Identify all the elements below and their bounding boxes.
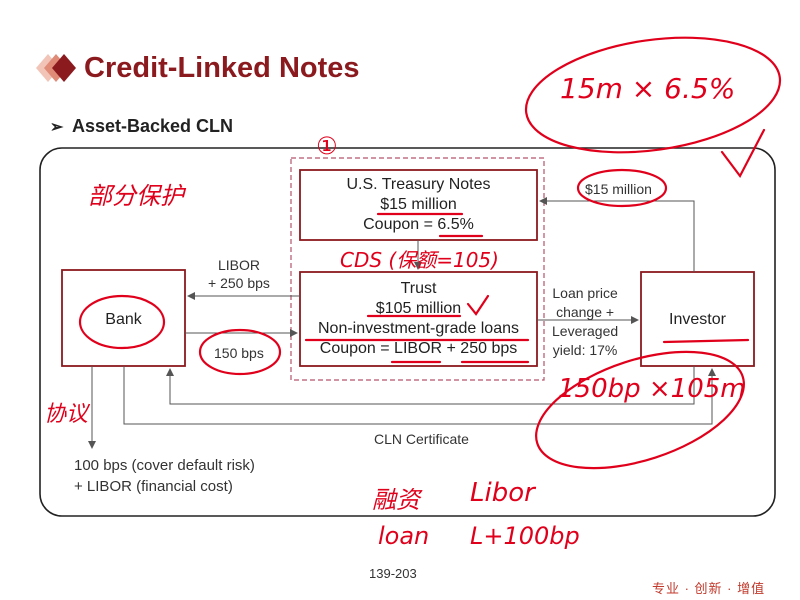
- treasury-line3: Coupon = 6.5%: [363, 216, 474, 233]
- l-plus-100-annotation: L+100bp: [470, 522, 580, 550]
- diamond-logo-icon: [36, 54, 76, 82]
- outer-frame: [39, 147, 776, 517]
- circled-one-annotation: ①: [316, 132, 338, 160]
- trust-line3: Non-investment-grade loans: [318, 320, 519, 337]
- libor-250-line2: + 250 bps: [208, 275, 270, 291]
- treasury-text: U.S. Treasury Notes $15 million Coupon =…: [300, 175, 537, 235]
- loan-price-line2: change +: [556, 304, 615, 320]
- investor-to-treasury-arrow: [539, 197, 695, 272]
- cost-note: 100 bps (cover default risk) + LIBOR (fi…: [74, 455, 255, 497]
- trust-line4: Coupon = LIBOR + 250 bps: [319, 340, 518, 357]
- check-mark-small: [466, 294, 490, 316]
- bank-label: Bank: [105, 311, 142, 328]
- bps-150-label: 150 bps: [214, 345, 264, 361]
- agreement-annotation: 协议: [44, 402, 89, 427]
- loan-price-line4: yield: 17%: [552, 342, 618, 358]
- dashed-trust-border: [290, 157, 545, 381]
- libor-250-label: LIBOR + 250 bps: [208, 256, 270, 292]
- circle-mark-15m: [576, 168, 668, 208]
- cds-annotation: CDS (保额=105): [340, 248, 499, 272]
- trust-box: [299, 271, 538, 367]
- circle-mark-top-calc: [524, 36, 782, 154]
- page-number: 139-203: [369, 566, 417, 581]
- cost-note-line2: + LIBOR (financial cost): [74, 478, 233, 495]
- treasury-line2: $15 million: [380, 196, 457, 213]
- top-calc-annotation: 15m × 6.5%: [560, 72, 736, 105]
- handwritten-marks: [78, 36, 782, 470]
- partial-hedge-annotation: 部分保护: [88, 182, 184, 210]
- libor-250-line1: LIBOR: [217, 257, 260, 273]
- treasury-line1: U.S. Treasury Notes: [346, 176, 491, 193]
- loan-hw-annotation: loan: [378, 522, 430, 550]
- investor-to-bank-arrow: [166, 366, 695, 405]
- mid-calc-annotation: 150bp ×105m: [558, 374, 746, 404]
- footer-brand: 专业 · 创新 · 增值: [652, 581, 766, 596]
- underline-investor: [662, 338, 750, 344]
- trust-line1: Trust: [400, 280, 437, 297]
- circle-mark-mid-calc: [535, 350, 745, 470]
- cost-note-line1: 100 bps (cover default risk): [74, 457, 255, 474]
- arrow-bullet-icon: ➢: [50, 119, 64, 136]
- subtitle-text: Asset-Backed CLN: [72, 116, 234, 136]
- loan-price-line3: Leveraged: [552, 323, 619, 339]
- financing-annotation: 融资: [372, 486, 420, 514]
- investor-label: Investor: [669, 311, 726, 328]
- trust-line2: $105 million: [375, 300, 462, 317]
- bank-to-investor-cln-arrow: [123, 366, 716, 425]
- investor-box: [640, 271, 755, 367]
- circle-mark-bank: [78, 294, 166, 350]
- loan-price-line1: Loan price: [552, 285, 618, 301]
- circle-mark-150bps: [198, 328, 282, 376]
- trust-text: Trust $105 million Non-investment-grade …: [300, 279, 537, 359]
- check-mark-large: [720, 128, 766, 179]
- slide-subtitle: ➢ Asset-Backed CLN: [50, 116, 233, 137]
- libor-hw-annotation: Libor: [470, 478, 535, 508]
- loan-price-label: Loan price change + Leveraged yield: 17%: [552, 284, 618, 360]
- cln-certificate-label: CLN Certificate: [374, 431, 469, 447]
- slide-title: Credit-Linked Notes: [84, 52, 360, 84]
- fifteen-million-label: $15 million: [585, 181, 652, 197]
